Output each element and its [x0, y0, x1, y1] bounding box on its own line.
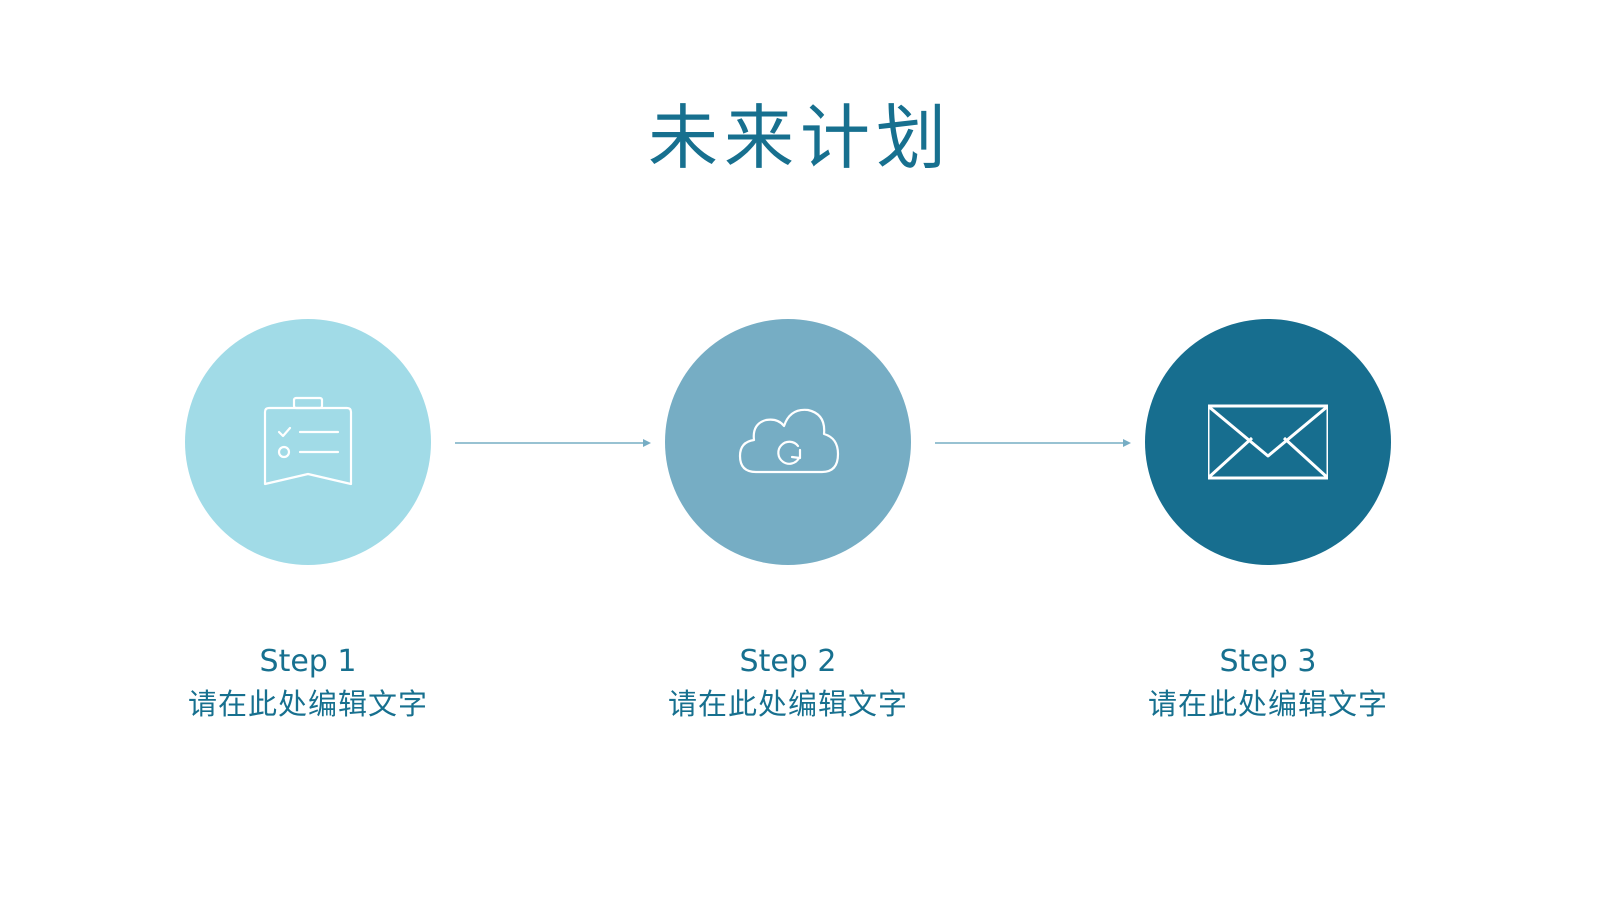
step-label: Step 3: [1219, 644, 1317, 679]
step-3-circle: [1145, 319, 1391, 565]
step-3-caption: Step 3 请在此处编辑文字: [1118, 642, 1418, 726]
envelope-icon: [1208, 382, 1328, 502]
step-1-caption: Step 1 请在此处编辑文字: [158, 642, 458, 726]
connector-arrow: [455, 439, 651, 447]
step-description: 请在此处编辑文字: [187, 687, 428, 721]
step-label: Step 1: [259, 644, 357, 679]
checklist-board-icon: [248, 382, 368, 502]
page-title: 未来计划: [648, 97, 952, 179]
connector-arrow: [935, 439, 1131, 447]
step-label: Step 2: [739, 644, 837, 679]
step-2-caption: Step 2 请在此处编辑文字: [638, 642, 938, 726]
cloud-sync-icon: [728, 382, 848, 502]
step-description: 请在此处编辑文字: [667, 687, 908, 721]
step-2-circle: [665, 319, 911, 565]
step-description: 请在此处编辑文字: [1147, 687, 1388, 721]
step-1-circle: [185, 319, 431, 565]
